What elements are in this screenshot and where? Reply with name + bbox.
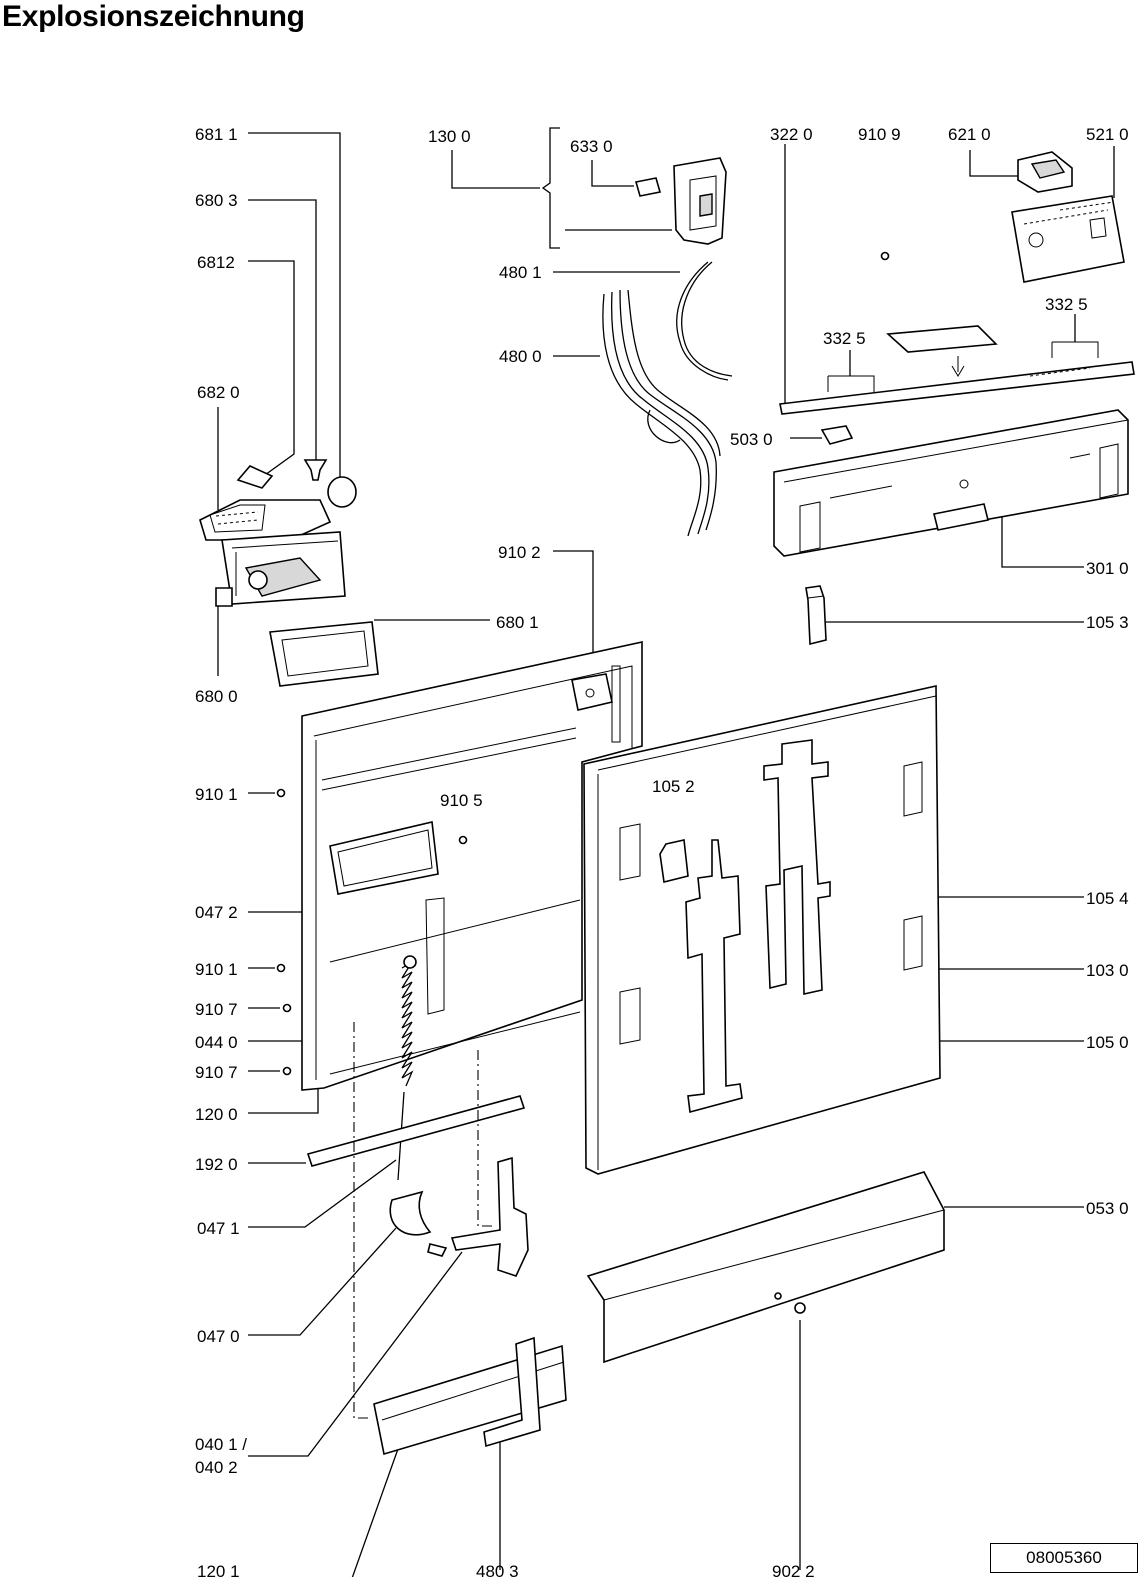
label-040-2: 040 2 <box>195 1458 238 1477</box>
label-047-1: 047 1 <box>197 1219 240 1238</box>
label-480-1: 480 1 <box>499 263 542 282</box>
label-910-7-top: 910 7 <box>195 1000 238 1019</box>
label-047-2: 047 2 <box>195 903 238 922</box>
label-910-7-bottom: 910 7 <box>195 1063 238 1082</box>
outer-door-panel <box>583 685 941 1175</box>
label-902-2: 902 2 <box>772 1562 815 1577</box>
label-910-1-bottom: 910 1 <box>195 960 238 979</box>
label-682-0: 682 0 <box>197 383 240 402</box>
wire-harness <box>602 261 733 537</box>
label-192-0: 192 0 <box>195 1155 238 1174</box>
label-480-3: 480 3 <box>476 1562 519 1577</box>
label-053-0: 053 0 <box>1086 1199 1129 1218</box>
page-title: Explosionszeichnung <box>2 0 305 33</box>
label-120-1: 120 1 <box>197 1562 240 1577</box>
label-322-0: 322 0 <box>770 125 813 144</box>
door-switch-assembly <box>634 157 727 245</box>
label-680-0: 680 0 <box>195 687 238 706</box>
label-044-0: 044 0 <box>195 1033 238 1052</box>
label-130-0: 130 0 <box>428 127 471 146</box>
label-480-0: 480 0 <box>499 347 542 366</box>
label-910-1-top: 910 1 <box>195 785 238 804</box>
label-503-0: 503 0 <box>730 430 773 449</box>
label-105-4: 105 4 <box>1086 889 1129 908</box>
label-120-0: 120 0 <box>195 1105 238 1124</box>
label-680-3: 680 3 <box>195 191 238 210</box>
label-332-5-left: 332 5 <box>823 329 866 348</box>
part-number-labels: 681 1 680 3 6812 682 0 680 0 680 1 130 0… <box>195 125 1129 1577</box>
label-105-3: 105 3 <box>1086 613 1129 632</box>
document-number: 08005360 <box>990 1543 1138 1573</box>
label-105-2: 105 2 <box>652 777 695 796</box>
label-680-1: 680 1 <box>496 613 539 632</box>
label-040-1: 040 1 / <box>195 1435 247 1454</box>
label-681-1: 681 1 <box>195 125 238 144</box>
label-103-0: 103 0 <box>1086 961 1129 980</box>
label-6812: 6812 <box>197 253 235 272</box>
label-105-0: 105 0 <box>1086 1033 1129 1052</box>
lower-door-parts <box>306 1022 945 1456</box>
label-621-0: 621 0 <box>948 125 991 144</box>
label-910-2: 910 2 <box>498 543 541 562</box>
label-910-5: 910 5 <box>440 791 483 810</box>
label-332-5-right: 332 5 <box>1045 295 1088 314</box>
label-301-0: 301 0 <box>1086 559 1129 578</box>
label-047-0: 047 0 <box>197 1327 240 1346</box>
label-910-9: 910 9 <box>858 125 901 144</box>
label-633-0: 633 0 <box>570 137 613 156</box>
control-panel-assembly <box>773 151 1135 646</box>
label-521-0: 521 0 <box>1086 125 1129 144</box>
inner-door-frame <box>276 641 643 1181</box>
dispenser-assembly <box>199 459 379 687</box>
